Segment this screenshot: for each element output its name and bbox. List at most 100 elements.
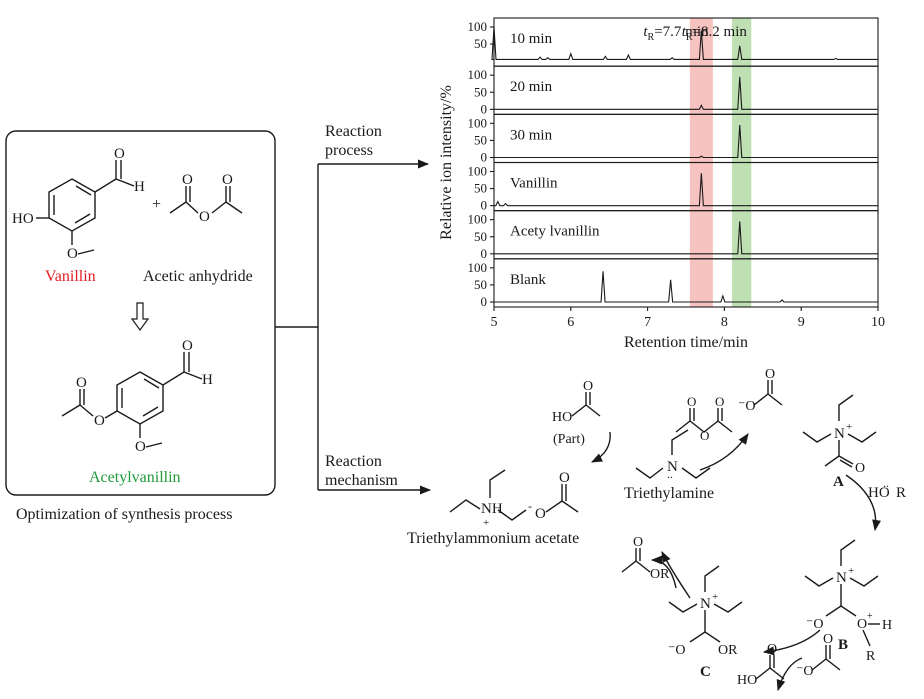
ytick-label-3-50: 50 bbox=[474, 132, 487, 147]
intermediate-c-or: OR bbox=[718, 643, 738, 658]
vanillin-o-aldehyde: O bbox=[114, 146, 125, 162]
intermediate-a-label: A bbox=[833, 474, 844, 490]
mechanism-diagram: NH + O - O Triethylammonium acetate HO O… bbox=[407, 367, 906, 692]
trace-6 bbox=[494, 271, 878, 303]
trace-4 bbox=[494, 173, 878, 207]
vanillin-ho: HO bbox=[12, 211, 34, 227]
ytick-label-2-100: 100 bbox=[468, 67, 488, 82]
panel-frame-6 bbox=[493, 258, 879, 308]
ytick-label-6-50: 50 bbox=[474, 277, 487, 292]
ytick-label-3-100: 100 bbox=[468, 115, 488, 130]
intermediate-b-o-plus: O bbox=[857, 617, 867, 632]
synthesis-caption: Optimization of synthesis process bbox=[16, 506, 232, 523]
panel-label-3: 30 min bbox=[510, 127, 553, 143]
part-label: (Part) bbox=[553, 432, 585, 447]
ytick-label-2-0: 0 bbox=[481, 101, 488, 116]
acetic-acid-top-structure: HO O bbox=[552, 379, 601, 425]
trace-5 bbox=[494, 221, 878, 255]
xtick-label-5: 5 bbox=[491, 315, 498, 330]
acetylvanillin-o-carbonyl: O bbox=[76, 375, 87, 391]
acetic-anhydride-structure: O O O bbox=[169, 172, 243, 225]
xtick-label-7: 7 bbox=[644, 315, 651, 330]
vanillin-h-aldehyde: H bbox=[134, 179, 145, 195]
hoac-bottom-o: O bbox=[767, 642, 777, 657]
triethylamine-structure: N .. bbox=[635, 429, 711, 481]
reaction-process-label-line2: process bbox=[325, 142, 373, 159]
reaction-mechanism-label-line2: mechanism bbox=[325, 472, 398, 489]
acetylvanillin-o-methoxy: O bbox=[135, 439, 146, 455]
hoac-ho: HO bbox=[552, 410, 572, 425]
acetate-minus-sign: - bbox=[528, 499, 532, 513]
anhydride-o3: O bbox=[222, 172, 233, 188]
acetylvanillin-o-ester: O bbox=[94, 413, 105, 429]
intermediate-b-structure: N + ⁻O O + H R bbox=[804, 539, 892, 664]
vanillin-o-methoxy: O bbox=[67, 246, 78, 262]
ytick-label-6-100: 100 bbox=[468, 260, 488, 275]
ytick-label-5-100: 100 bbox=[468, 212, 488, 227]
ytick-label-4-100: 100 bbox=[468, 164, 488, 179]
xtick-label-10: 10 bbox=[871, 315, 885, 330]
acetate-bottom-structure: ⁻O O bbox=[796, 632, 841, 679]
triethylamine-n: N bbox=[667, 459, 678, 475]
mech-anh-o2: O bbox=[700, 428, 709, 443]
panel-label-2: 20 min bbox=[510, 79, 553, 95]
ytick-label-4-0: 0 bbox=[481, 198, 488, 213]
xtick-label-6: 6 bbox=[567, 315, 574, 330]
intermediate-c-label: C bbox=[700, 664, 711, 680]
reaction-process-label-line1: Reaction bbox=[325, 123, 382, 140]
intermediate-b-label: B bbox=[838, 637, 848, 653]
synthesis-box-frame bbox=[5, 130, 276, 496]
acetic-anhydride-label: Acetic anhydride bbox=[143, 268, 253, 285]
intermediate-b-plus: + bbox=[848, 565, 854, 577]
acetate-bottom-o-minus: ⁻O bbox=[796, 664, 814, 679]
hor-r: R bbox=[896, 485, 906, 501]
ytick-label-1-100: 100 bbox=[468, 19, 488, 34]
acetylvanillin-o-aldehyde: O bbox=[182, 338, 193, 354]
mech-anh-o1: O bbox=[687, 394, 696, 409]
xtick-label-9: 9 bbox=[798, 315, 805, 330]
triethylammonium-nh: NH bbox=[481, 501, 503, 517]
ytick-label-5-50: 50 bbox=[474, 229, 487, 244]
anhydride-o1: O bbox=[182, 172, 193, 188]
triethylamine-lone-pair: .. bbox=[667, 467, 673, 481]
hor-ho: HO bbox=[868, 485, 890, 501]
acetate-top-structure: ⁻O O bbox=[738, 367, 783, 414]
mech-anhydride-structure: O O O bbox=[675, 394, 733, 443]
y-axis-label: Relative ion intensity/% bbox=[438, 85, 455, 240]
retention-annotation-1: tR=7.7 min bbox=[643, 24, 709, 43]
synthesis-panel: O H HO O Vanillin + O O O Acetic anhydri… bbox=[5, 130, 276, 496]
xtick-label-8: 8 bbox=[721, 315, 728, 330]
ytick-label-3-0: 0 bbox=[481, 150, 488, 165]
ester-o: O bbox=[633, 535, 643, 550]
acetate-o-minus: O bbox=[535, 506, 546, 522]
intermediate-c-structure: N + ⁻O OR bbox=[668, 565, 743, 658]
acetylvanillin-h-aldehyde: H bbox=[202, 372, 213, 388]
triethylammonium-acetate-label: Triethylammonium acetate bbox=[407, 530, 579, 547]
panel-label-5: Acety lvanillin bbox=[510, 224, 600, 240]
intermediate-b-o-minus: ⁻O bbox=[806, 617, 824, 632]
panel-label-4: Vanillin bbox=[510, 176, 558, 192]
panel-label-6: Blank bbox=[510, 272, 546, 288]
triethylammonium-acetate-structure: NH + O - O bbox=[449, 469, 579, 529]
ester-product-structure: O OR bbox=[621, 535, 670, 582]
acetate-o-carbonyl: O bbox=[559, 470, 570, 486]
acetic-acid-bottom-structure: HO O bbox=[737, 642, 785, 688]
acetate-top-o-minus: ⁻O bbox=[738, 399, 756, 414]
vanillin-label: Vanillin bbox=[45, 268, 96, 285]
acetate-top-o: O bbox=[765, 367, 775, 382]
vanillin-structure: O H HO O bbox=[12, 146, 145, 262]
intermediate-a-o: O bbox=[855, 461, 865, 476]
intermediate-a-structure: N + O bbox=[802, 394, 877, 476]
intermediate-a-plus: + bbox=[846, 421, 852, 433]
intermediate-b-n: N bbox=[836, 570, 847, 586]
intermediate-c-plus: + bbox=[712, 591, 718, 603]
intermediate-c-o-minus: ⁻O bbox=[668, 643, 686, 658]
trace-2 bbox=[494, 76, 878, 110]
intermediate-b-h: H bbox=[882, 618, 892, 633]
plus-sign: + bbox=[152, 196, 161, 213]
acetylvanillin-structure: O H O O O bbox=[61, 338, 213, 455]
ytick-label-5-0: 0 bbox=[481, 246, 488, 261]
hoac-bottom-ho: HO bbox=[737, 673, 757, 688]
